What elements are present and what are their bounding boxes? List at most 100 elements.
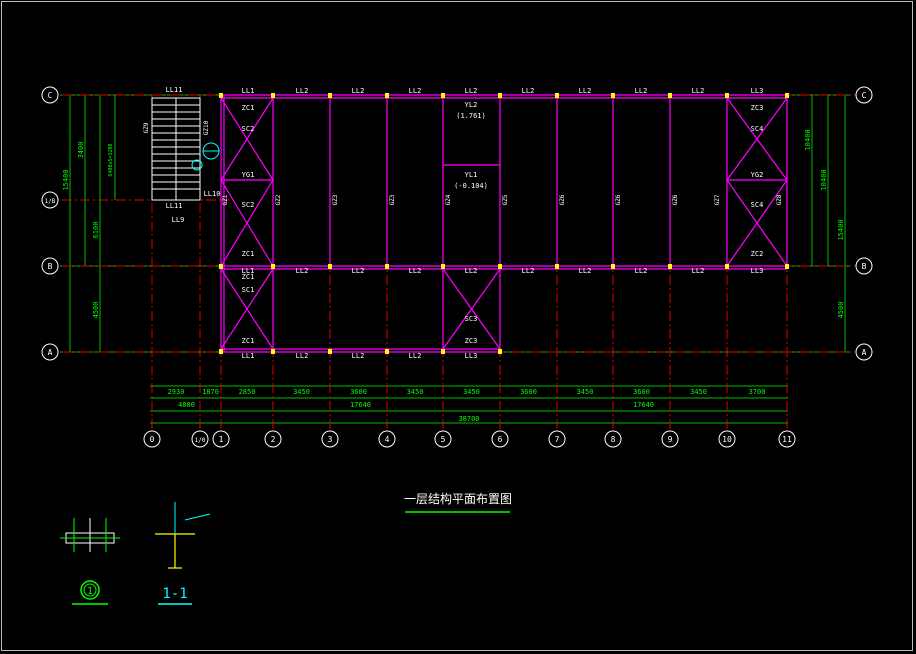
axis-bubble-7: 6 — [491, 430, 509, 448]
dim-segment: 2930 — [168, 388, 185, 396]
beam-label: LL2 — [296, 267, 309, 275]
axis-bubbles-vertical: C C 1/B B B A A — [41, 86, 873, 361]
svg-text:6: 6 — [498, 435, 503, 444]
svg-text:4500: 4500 — [92, 302, 100, 319]
svg-text:1/0: 1/0 — [195, 437, 206, 444]
column-marker — [271, 349, 275, 354]
column-marker — [441, 349, 445, 354]
column-marker — [219, 349, 223, 354]
column-label: GZ1 — [222, 194, 229, 205]
axis-bubble-A-right: A — [855, 343, 873, 361]
dim-segment: 17640 — [633, 401, 654, 409]
svg-text:3: 3 — [328, 435, 333, 444]
svg-text:6100: 6100 — [92, 222, 100, 239]
beam-label: LL2 — [296, 87, 309, 95]
beam-label: LL2 — [692, 87, 705, 95]
column-label: GZ3 — [389, 194, 396, 205]
stair-col-labels: GZ9 GZ10 — [143, 120, 210, 135]
svg-text:5: 5 — [441, 435, 446, 444]
svg-text:10: 10 — [722, 435, 732, 444]
svg-text:1/B: 1/B — [45, 198, 56, 205]
svg-text:GZ10: GZ10 — [203, 120, 210, 135]
column-marker — [611, 264, 615, 269]
column-marker — [668, 264, 672, 269]
column-marker — [668, 93, 672, 98]
column-label: GZ5 — [502, 194, 509, 205]
beam-label: LL2 — [522, 267, 535, 275]
column-marker — [385, 264, 389, 269]
beam-label: LL2 — [409, 267, 422, 275]
column-marker — [441, 264, 445, 269]
svg-text:10400: 10400 — [804, 129, 812, 150]
column-label: GZ6 — [615, 194, 622, 205]
side-dims: 15400 3400 6100 4500 10400 10400 15400 4… — [62, 129, 845, 318]
svg-text:(1.761): (1.761) — [456, 112, 486, 120]
axis-bubble-C-left: C — [41, 86, 59, 104]
axis-bubble-4: 3 — [321, 430, 339, 448]
beam-label: LL2 — [352, 87, 365, 95]
bay-labels: ZC1 SC2 YG1 SC2 ZC1 ZC3 SC4 YG2 SC4 ZC2 … — [242, 101, 764, 345]
column-marker — [328, 264, 332, 269]
dim-segment: 3450 — [577, 388, 594, 396]
dim-segment: 3700 — [749, 388, 766, 396]
axis-bubble-C-right: C — [855, 86, 873, 104]
beam-label: LL3 — [751, 267, 764, 275]
beam-label: LL2 — [579, 87, 592, 95]
column-marker — [785, 93, 789, 98]
column-marker — [271, 264, 275, 269]
svg-text:YL1: YL1 — [465, 171, 478, 179]
svg-text:1-1: 1-1 — [162, 586, 187, 602]
svg-text:15400: 15400 — [62, 169, 70, 190]
beam-label: LL2 — [465, 267, 478, 275]
column-label: GZ4 — [445, 194, 452, 205]
column-marker — [441, 93, 445, 98]
dim-segment: 4800 — [178, 401, 195, 409]
svg-text:8: 8 — [611, 435, 616, 444]
stair-beam-labels: LL11 LL11 LL10 LL9 — [166, 86, 221, 224]
beam-label: LL2 — [296, 352, 309, 360]
svg-text:B: B — [862, 262, 867, 271]
column-marker — [498, 349, 502, 354]
svg-text:YG2: YG2 — [751, 171, 764, 179]
detail-1-drawing: 1 — [60, 518, 120, 605]
axis-bubble-2: 1 — [212, 430, 230, 448]
column-marker — [219, 264, 223, 269]
axis-bubble-6: 5 — [434, 430, 452, 448]
dim-segment: 3450 — [463, 388, 480, 396]
column-marker — [328, 349, 332, 354]
svg-text:SC4: SC4 — [751, 201, 764, 209]
dim-segment: 3600 — [350, 388, 367, 396]
svg-text:SC4: SC4 — [751, 125, 764, 133]
column-markers — [219, 93, 789, 354]
svg-text:SC2: SC2 — [242, 125, 255, 133]
svg-text:C: C — [862, 91, 867, 100]
dim-segment: 3450 — [690, 388, 707, 396]
svg-text:ZC1: ZC1 — [242, 104, 255, 112]
axis-bubble-8: 7 — [548, 430, 566, 448]
column-marker — [725, 264, 729, 269]
column-marker — [498, 264, 502, 269]
column-marker — [328, 93, 332, 98]
detail-marker — [191, 142, 220, 171]
svg-text:SC1: SC1 — [242, 286, 255, 294]
axis-bubble-1-B-left: 1/B — [41, 191, 59, 209]
axis-bubble-10: 9 — [661, 430, 679, 448]
beam-label: LL2 — [352, 352, 365, 360]
svg-text:ZC1: ZC1 — [242, 273, 255, 281]
beam-lines — [220, 94, 788, 353]
svg-text:LL9: LL9 — [172, 216, 185, 224]
svg-text:9: 9 — [668, 435, 673, 444]
svg-text:A: A — [48, 348, 53, 357]
dim-segment: 3600 — [633, 388, 650, 396]
column-marker — [555, 93, 559, 98]
dim-segment: 2850 — [239, 388, 256, 396]
column-label: GZ7 — [714, 194, 721, 205]
svg-text:11: 11 — [782, 435, 792, 444]
axis-bubble-1: 1/0 — [191, 430, 209, 448]
axis-bubble-B-left: B — [41, 257, 59, 275]
